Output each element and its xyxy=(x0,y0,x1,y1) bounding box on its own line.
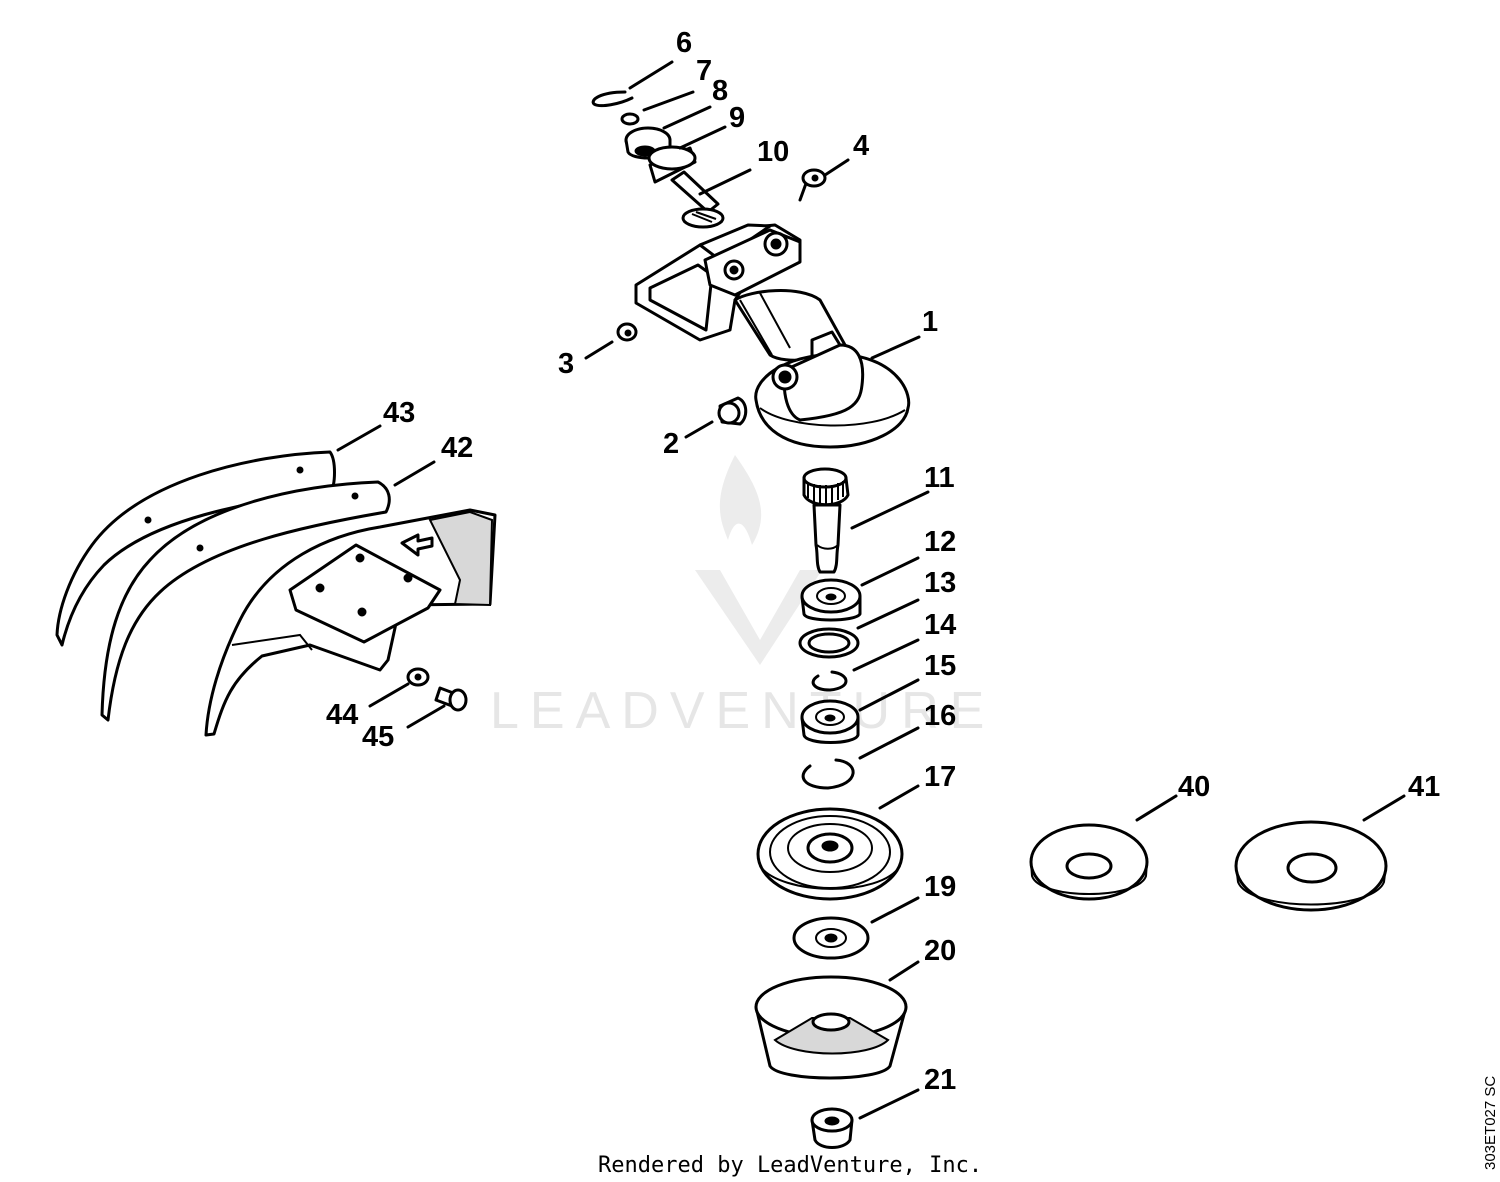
callout-21: 21 xyxy=(924,1064,956,1096)
part-41-disc xyxy=(1234,820,1388,912)
part-21-nut xyxy=(810,1107,854,1149)
callout-4: 4 xyxy=(853,130,869,162)
callout-45: 45 xyxy=(362,721,394,753)
callout-20: 20 xyxy=(924,935,956,967)
part-3-washer xyxy=(616,322,638,342)
callout-7: 7 xyxy=(696,55,712,87)
part-14-circlip xyxy=(811,670,848,692)
part-20-cup xyxy=(754,975,908,1080)
part-7-washer xyxy=(620,112,640,126)
rendered-by-footer: Rendered by LeadVenture, Inc. xyxy=(598,1153,982,1178)
callout-3: 3 xyxy=(558,348,574,380)
part-10-screw xyxy=(670,170,725,229)
callout-40: 40 xyxy=(1178,771,1210,803)
part-4-screw xyxy=(798,168,827,202)
callout-17: 17 xyxy=(924,761,956,793)
callout-41: 41 xyxy=(1408,771,1440,803)
part-17-thrust-plate xyxy=(756,807,904,901)
part-13-washer xyxy=(798,627,860,659)
part-16-circlip xyxy=(801,758,855,790)
callout-13: 13 xyxy=(924,567,956,599)
part-15-bearing xyxy=(800,699,860,744)
callout-10: 10 xyxy=(757,136,789,168)
callout-16: 16 xyxy=(924,700,956,732)
callout-6: 6 xyxy=(676,27,692,59)
callout-11: 11 xyxy=(924,462,955,494)
callout-15: 15 xyxy=(924,650,956,682)
part-2-plug xyxy=(717,396,748,426)
callout-42: 42 xyxy=(441,432,473,464)
callout-2: 2 xyxy=(663,428,679,460)
part-19-washer xyxy=(792,916,870,960)
callout-9: 9 xyxy=(729,102,745,134)
callout-12: 12 xyxy=(924,526,956,558)
callout-14: 14 xyxy=(924,609,956,641)
callout-44: 44 xyxy=(326,699,358,731)
part-11-gear-shaft xyxy=(802,467,850,574)
watermark-logo xyxy=(695,455,822,665)
watermark-text: LEADVENTURE xyxy=(490,682,995,740)
deflector-guard xyxy=(204,508,497,737)
leader-lines xyxy=(336,60,1406,1120)
part-42-deflector xyxy=(100,480,391,722)
callout-19: 19 xyxy=(924,871,956,903)
callout-1: 1 xyxy=(922,306,938,338)
part-45-screw xyxy=(434,686,468,712)
part-44-washer xyxy=(406,667,430,687)
part-1-gear-head xyxy=(634,223,911,449)
part-9-thrust-washer xyxy=(647,145,697,184)
part-40-disc xyxy=(1029,823,1149,901)
part-6-circlip xyxy=(591,90,634,108)
callout-43: 43 xyxy=(383,397,415,429)
diagram-code: 303ET027 SC xyxy=(1482,1076,1499,1170)
part-12-bearing xyxy=(800,578,862,622)
callout-8: 8 xyxy=(712,75,728,107)
